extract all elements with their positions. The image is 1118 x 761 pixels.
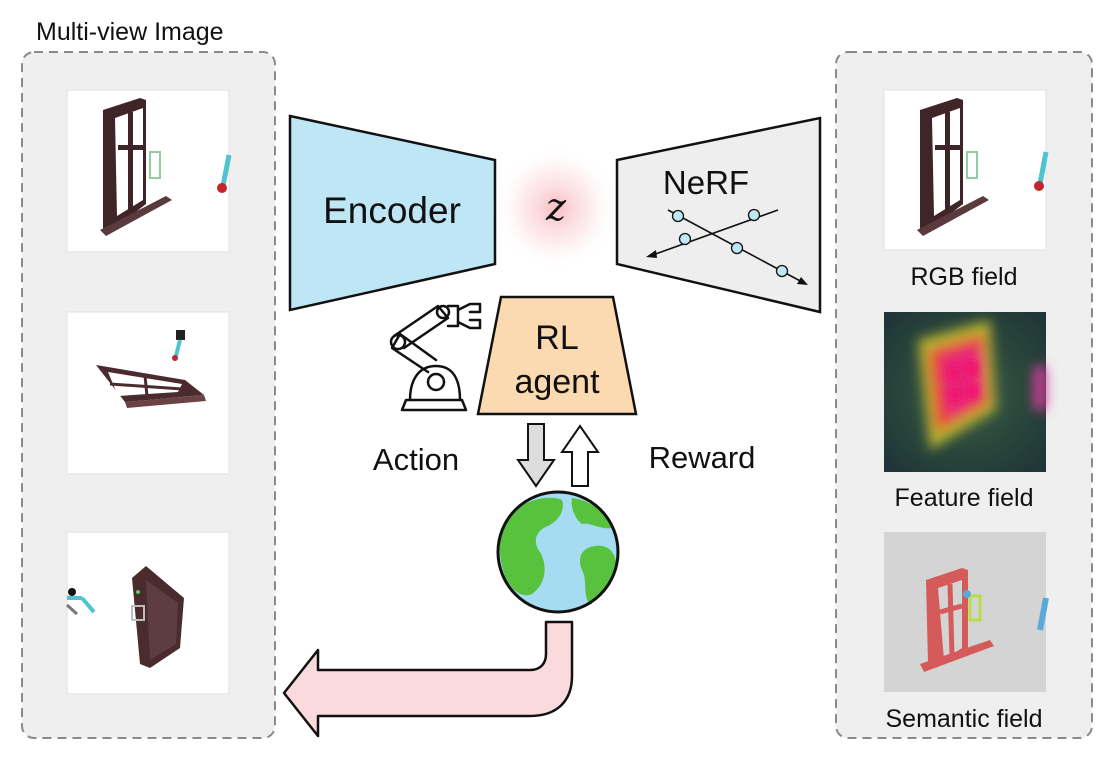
gripper-model <box>65 588 96 616</box>
reward-arrow <box>560 424 600 487</box>
feature-field-label: Feature field <box>895 484 1034 512</box>
encoder-label: Encoder <box>323 190 461 231</box>
latent-symbol: z <box>545 185 567 229</box>
observation-return-arrow <box>282 620 574 738</box>
gripper-model <box>217 154 232 193</box>
rl-agent-block: RL agent <box>476 295 638 416</box>
rgb-field-label: RGB field <box>911 263 1018 291</box>
nerf-label: NeRF <box>663 164 749 201</box>
semantic-field-image <box>884 532 1049 692</box>
action-label: Action <box>373 442 459 477</box>
encoder-block: Encoder <box>288 114 497 312</box>
semantic-field-label: Semantic field <box>885 705 1042 733</box>
view-3-image <box>65 531 230 695</box>
view-2-image <box>66 311 230 475</box>
rl-agent-label-line1: RL <box>535 319 578 357</box>
robot-arm-icon <box>389 302 482 412</box>
gripper-model <box>172 330 185 361</box>
window-model <box>96 365 206 408</box>
action-arrow <box>516 423 556 488</box>
feature-field-image <box>884 312 1046 472</box>
window-model <box>100 98 172 236</box>
rl-agent-label-line2: agent <box>514 363 600 401</box>
rgb-field-image <box>883 89 1049 251</box>
left-panel-title: Multi-view Image <box>36 18 224 46</box>
nerf-block: NeRF <box>615 116 822 314</box>
ray-sampling-icon <box>646 208 808 285</box>
view-1-image <box>66 89 232 253</box>
globe-icon <box>496 490 620 614</box>
window-model <box>131 566 184 668</box>
reward-label: Reward <box>649 440 756 475</box>
latent-z: z <box>494 146 618 270</box>
